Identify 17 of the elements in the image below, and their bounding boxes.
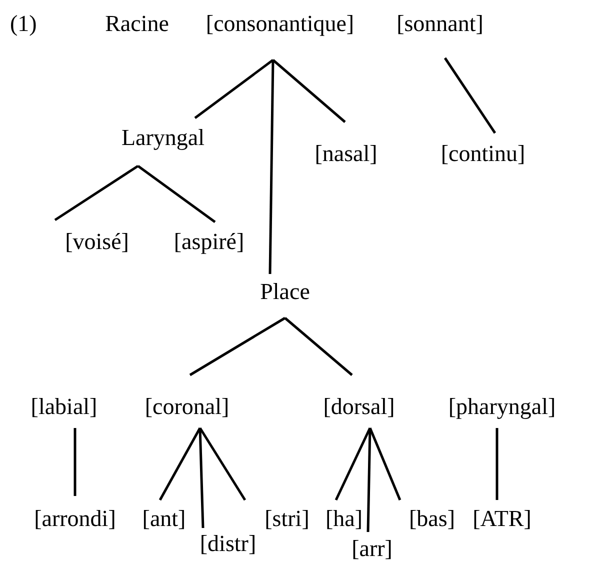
tree-line — [74, 428, 76, 496]
example-number: (1) — [10, 10, 37, 38]
tree-line — [366, 428, 372, 532]
tree-line — [272, 59, 346, 123]
tree-line — [54, 164, 139, 222]
tree-line — [198, 428, 204, 528]
tree-line — [189, 316, 286, 376]
tree-line — [194, 59, 274, 119]
tree-line — [368, 428, 402, 500]
tree-line — [496, 428, 498, 500]
tree-line — [137, 164, 216, 224]
tree-line — [284, 317, 353, 376]
tree-line — [198, 427, 246, 501]
tree-line — [268, 60, 274, 274]
tree-line — [444, 57, 496, 134]
tree-line — [334, 427, 372, 501]
tree-line — [158, 427, 202, 501]
